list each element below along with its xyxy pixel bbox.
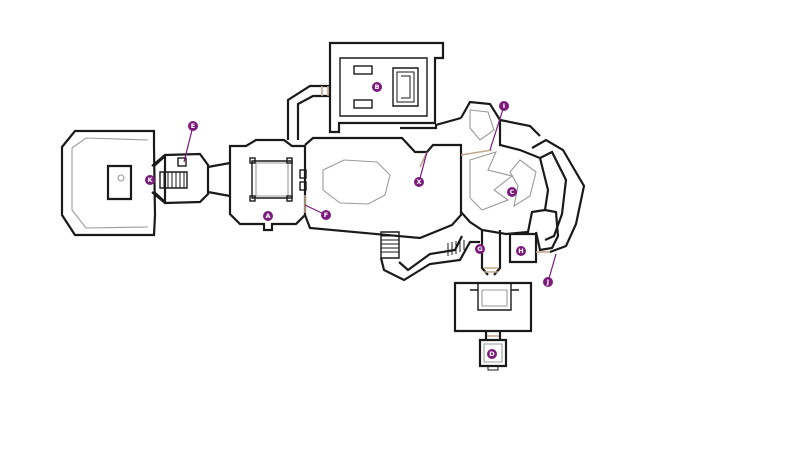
marker-g[interactable]: G	[475, 244, 485, 254]
west-chamber	[60, 129, 157, 237]
marker-j[interactable]: J	[543, 277, 553, 287]
marker-f-label: F	[324, 211, 328, 219]
marker-h-label: H	[518, 247, 523, 255]
marker-a[interactable]: A	[263, 211, 273, 221]
marker-e-label: E	[191, 122, 195, 130]
marker-i[interactable]: I	[499, 101, 509, 111]
south-stairs	[379, 231, 480, 282]
marker-x-label: X	[416, 178, 421, 186]
marker-k[interactable]: K	[145, 175, 155, 185]
marker-h[interactable]: H	[516, 246, 526, 256]
marker-i-label: I	[503, 102, 505, 110]
e-room	[151, 152, 210, 205]
marker-j-label: J	[546, 278, 549, 286]
marker-k-label: K	[147, 176, 153, 184]
marker-g-label: G	[477, 245, 482, 253]
marker-a-label: A	[265, 212, 270, 220]
marker-b-label: B	[375, 83, 380, 91]
south-room	[453, 281, 533, 340]
d-room	[478, 338, 508, 371]
marker-d[interactable]: D	[487, 349, 497, 359]
east-corridor	[531, 138, 586, 254]
marker-x[interactable]: X	[414, 177, 424, 187]
g-passage	[480, 230, 502, 276]
a-connector	[207, 161, 231, 198]
a-room	[228, 138, 307, 232]
marker-c-label: C	[510, 188, 515, 196]
north-corridor	[286, 84, 330, 140]
marker-b[interactable]: B	[372, 82, 382, 92]
central-hall	[303, 116, 463, 240]
marker-f[interactable]: F	[321, 210, 331, 220]
marker-c[interactable]: C	[507, 187, 517, 197]
marker-d-label: D	[489, 350, 495, 358]
h-room	[508, 232, 550, 264]
c-cavern	[460, 100, 550, 236]
b-room	[328, 41, 445, 134]
marker-e[interactable]: E	[188, 121, 198, 131]
markers: A B C D E F G H	[145, 82, 553, 359]
